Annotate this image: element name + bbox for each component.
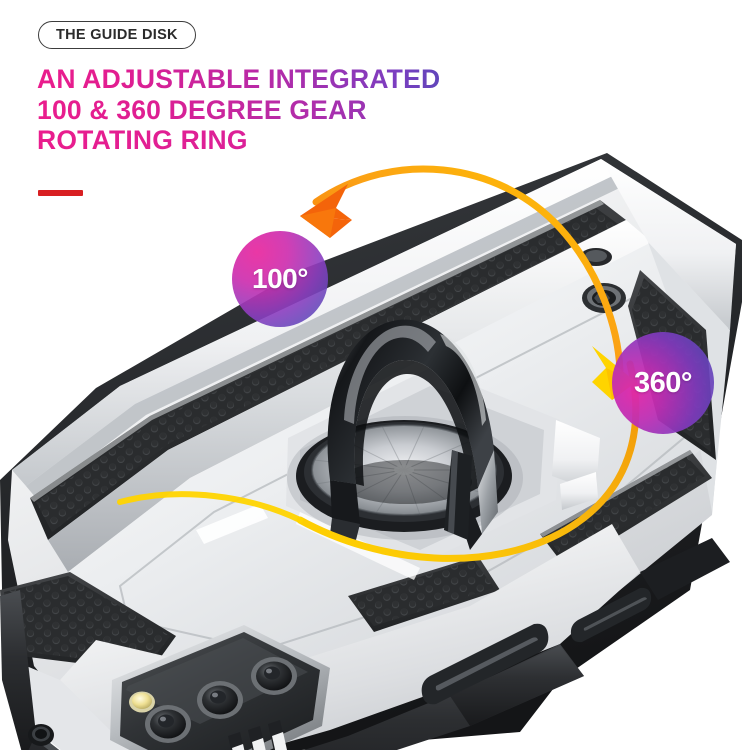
case-facet-top-right bbox=[601, 159, 736, 330]
chamfer-accent-left bbox=[196, 504, 268, 544]
led-flash bbox=[129, 691, 155, 713]
case-left-edge-rail bbox=[0, 590, 36, 750]
degree-badge-360-label: 360° bbox=[634, 366, 692, 399]
case-right-side-strip bbox=[640, 538, 730, 600]
guide-disk-badge-label: THE GUIDE DISK bbox=[56, 26, 178, 43]
chamfer-accent-right bbox=[552, 420, 600, 492]
ring-kickstand bbox=[327, 319, 498, 550]
triple-camera-module bbox=[110, 625, 330, 750]
side-button-power bbox=[421, 623, 549, 705]
degree-badge-100: 100° bbox=[232, 231, 328, 327]
ring-kickstand-inner-edge bbox=[354, 359, 478, 492]
camera-lens-2 bbox=[197, 681, 243, 719]
honeycomb-texture-panel-left bbox=[30, 200, 626, 540]
honeycomb-texture-panel-bottom-mid bbox=[348, 556, 500, 632]
headphone-port bbox=[28, 724, 54, 746]
headline-line-1: AN ADJUSTABLE INTEGRATED bbox=[37, 64, 597, 95]
headline-line-3: ROTATING RING bbox=[37, 125, 597, 156]
bottom-vent-slots bbox=[228, 720, 287, 750]
honeycomb-texture-panel-mid-right bbox=[540, 450, 712, 568]
disk-release-tab bbox=[560, 472, 598, 510]
side-button-volume bbox=[570, 587, 652, 643]
page-title: AN ADJUSTABLE INTEGRATED 100 & 360 DEGRE… bbox=[37, 64, 597, 156]
ring-kickstand-right-post bbox=[478, 450, 498, 534]
product-illustration bbox=[0, 120, 750, 750]
case-right-edge-dark bbox=[450, 644, 584, 726]
case-rail-top-left-shadow bbox=[26, 172, 632, 498]
degree-badge-100-label: 100° bbox=[252, 263, 308, 294]
rotation-arrow-100 bbox=[300, 165, 624, 374]
camera-lens-3 bbox=[145, 705, 191, 743]
accent-rule bbox=[38, 190, 83, 196]
degree-badge-360: 360° bbox=[612, 332, 714, 434]
case-rail-top-left bbox=[12, 159, 621, 486]
case-bottom-bumper bbox=[28, 646, 584, 750]
honeycomb-texture-panel-bottom-left bbox=[0, 572, 176, 672]
headline-line-2: 100 & 360 DEGREE GEAR bbox=[37, 95, 597, 126]
camera-housing-gloss bbox=[126, 638, 308, 724]
ring-kickstand-left-post bbox=[330, 480, 360, 524]
guide-disk-badge: THE GUIDE DISK bbox=[38, 21, 196, 49]
camera-lens-1 bbox=[251, 657, 297, 695]
